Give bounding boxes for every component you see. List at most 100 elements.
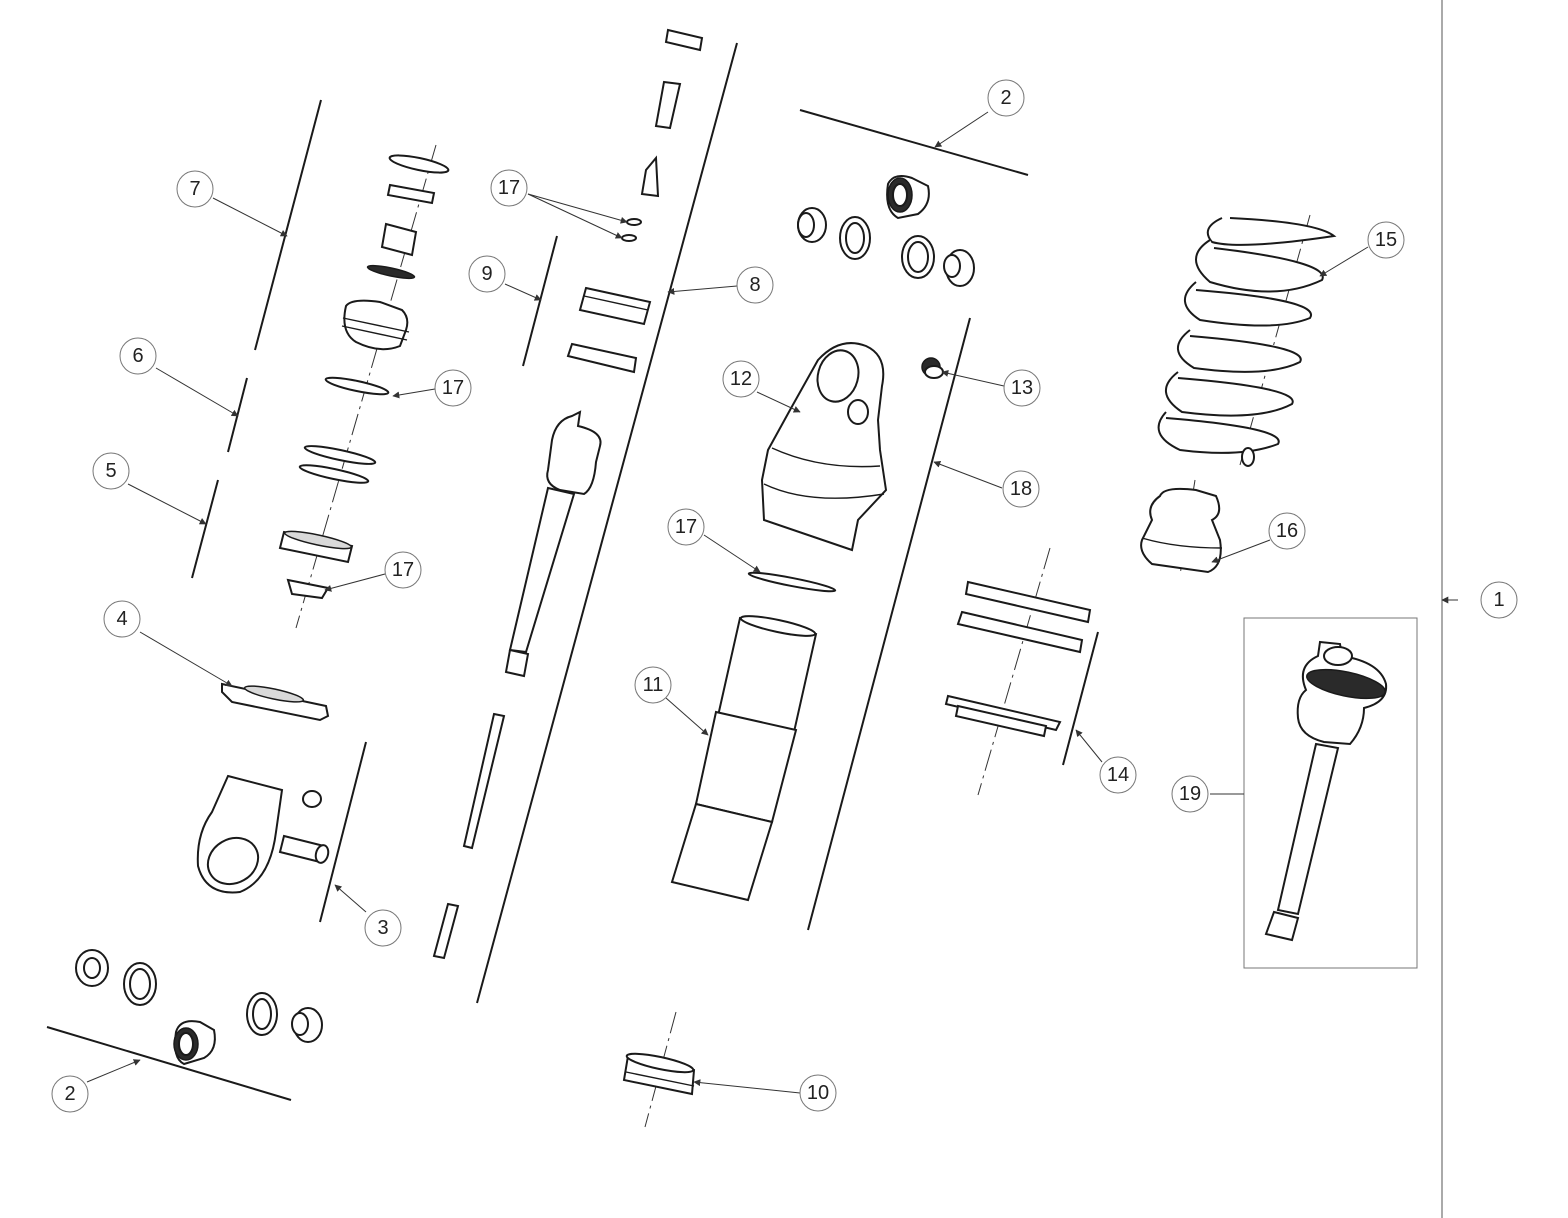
part-3-eyelet bbox=[196, 774, 330, 894]
upper-body-part bbox=[760, 342, 888, 552]
callouts: 1 2 2 3 4 5 6 7 8 9 10 11 12 13 14 15 16… bbox=[51, 79, 1518, 1113]
lock-ring-upper bbox=[964, 580, 1092, 624]
leader-lines bbox=[86, 111, 1458, 1094]
axis-line-9 bbox=[522, 235, 558, 367]
svg-text:17: 17 bbox=[675, 516, 697, 538]
callout-2-top: 2 bbox=[987, 79, 1025, 117]
part-2-lower-bushings bbox=[75, 949, 323, 1066]
tube-middle bbox=[694, 710, 798, 824]
lock-ring-lower bbox=[956, 610, 1084, 654]
svg-text:11: 11 bbox=[643, 674, 664, 696]
part-16-bump-stop bbox=[1140, 487, 1223, 574]
callout-7: 7 bbox=[176, 170, 214, 208]
axis-line-5 bbox=[191, 479, 219, 579]
svg-text:3: 3 bbox=[377, 917, 388, 939]
svg-text:2: 2 bbox=[64, 1083, 75, 1105]
washer-part bbox=[388, 154, 450, 174]
callout-14: 14 bbox=[1099, 756, 1137, 794]
svg-text:13: 13 bbox=[1011, 377, 1033, 399]
callout-9: 9 bbox=[468, 255, 506, 293]
svg-text:8: 8 bbox=[749, 274, 760, 296]
callout-19: 19 bbox=[1171, 775, 1209, 813]
axis-line-8 bbox=[476, 42, 738, 1004]
shim-part bbox=[386, 183, 436, 205]
svg-text:19: 19 bbox=[1179, 783, 1201, 805]
callout-4: 4 bbox=[103, 600, 141, 638]
spring-collar bbox=[944, 694, 1062, 732]
svg-text:17: 17 bbox=[392, 559, 414, 581]
svg-text:6: 6 bbox=[132, 345, 143, 367]
part-11-body-tube bbox=[670, 571, 837, 902]
callout-15: 15 bbox=[1367, 221, 1405, 259]
axis-line-18 bbox=[807, 317, 971, 931]
part-7-stack bbox=[341, 154, 450, 351]
callout-10: 10 bbox=[799, 1074, 837, 1112]
subassembly-shaft bbox=[1276, 742, 1340, 916]
callout-1: 1 bbox=[1480, 581, 1518, 619]
shim-17-lower bbox=[286, 578, 330, 600]
axis-line-14 bbox=[1062, 631, 1099, 766]
svg-text:18: 18 bbox=[1010, 478, 1032, 500]
callout-6: 6 bbox=[119, 337, 157, 375]
svg-text:5: 5 bbox=[105, 460, 116, 482]
callout-8: 8 bbox=[736, 266, 774, 304]
svg-text:16: 16 bbox=[1276, 520, 1298, 542]
svg-text:9: 9 bbox=[481, 263, 492, 285]
part-10-end-cap bbox=[622, 1052, 696, 1096]
callout-17-body: 17 bbox=[667, 508, 705, 546]
axis-line-3 bbox=[319, 741, 367, 923]
part-12-upper-body bbox=[760, 342, 944, 552]
svg-text:1: 1 bbox=[1493, 589, 1504, 611]
valve-part bbox=[640, 155, 660, 198]
shaft-rod bbox=[508, 486, 576, 654]
axis-line-7 bbox=[254, 99, 322, 351]
part-15-coil-spring bbox=[1157, 217, 1337, 467]
nut-part bbox=[664, 28, 704, 52]
callout-11: 11 bbox=[634, 666, 672, 704]
callout-17-top: 17 bbox=[490, 169, 528, 207]
callout-17-left-lower: 17 bbox=[384, 551, 422, 589]
subassembly-shaft-end bbox=[1264, 910, 1300, 942]
part-2-upper-bushings bbox=[797, 175, 975, 287]
shim-17-upper bbox=[324, 376, 390, 396]
shim-6-b bbox=[298, 464, 370, 484]
svg-text:17: 17 bbox=[498, 177, 520, 199]
short-rod bbox=[432, 902, 460, 960]
o-ring-17-a bbox=[626, 218, 642, 226]
bushing-part bbox=[380, 222, 418, 257]
eyelet-o-ring bbox=[302, 790, 322, 808]
o-ring-part bbox=[366, 264, 416, 280]
svg-text:17: 17 bbox=[442, 377, 464, 399]
axis-line-2-top bbox=[799, 109, 1029, 176]
callout-18: 18 bbox=[1002, 470, 1040, 508]
svg-text:10: 10 bbox=[807, 1082, 829, 1104]
part-6-shims bbox=[298, 376, 390, 484]
assembly-axis-lines bbox=[46, 42, 1099, 1101]
svg-text:12: 12 bbox=[730, 368, 752, 390]
part-4-spring-seat bbox=[221, 682, 330, 722]
tube-lower bbox=[670, 802, 774, 902]
part-5-piston bbox=[278, 530, 354, 600]
callout-13: 13 bbox=[1003, 369, 1041, 407]
callout-16: 16 bbox=[1268, 512, 1306, 550]
shaft-end bbox=[504, 648, 530, 678]
cap-part bbox=[578, 286, 652, 326]
eyelet-hole bbox=[206, 836, 260, 886]
svg-text:14: 14 bbox=[1107, 764, 1129, 786]
axis-line-2-bottom bbox=[46, 1026, 292, 1101]
spring-seat-part bbox=[221, 682, 330, 722]
bump-stop-part bbox=[1140, 487, 1222, 574]
piston-shaft-head bbox=[546, 410, 602, 496]
callout-5: 5 bbox=[92, 452, 130, 490]
needle-rod bbox=[462, 712, 506, 850]
callout-3: 3 bbox=[364, 909, 402, 947]
axis-line-6 bbox=[227, 377, 248, 453]
clip-part bbox=[566, 342, 638, 374]
shim-6-a bbox=[303, 445, 377, 465]
callout-2-bottom: 2 bbox=[51, 1075, 89, 1113]
seal-17-body bbox=[747, 571, 837, 593]
svg-text:7: 7 bbox=[189, 178, 200, 200]
callout-12: 12 bbox=[722, 360, 760, 398]
part-14-preload-rings bbox=[944, 580, 1092, 738]
